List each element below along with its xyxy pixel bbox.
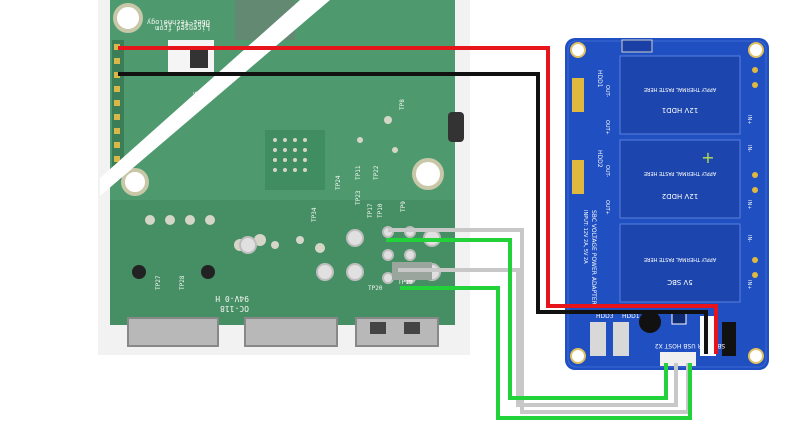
svg-text:IN-: IN-: [746, 145, 752, 152]
svg-text:TP5: TP5: [193, 91, 200, 102]
svg-text:TP19: TP19: [398, 279, 413, 286]
svg-text:TP27: TP27: [155, 275, 162, 290]
svg-text:HDD1: HDD1: [596, 70, 603, 88]
svg-text:IN-: IN-: [746, 235, 752, 242]
mount-hole: [570, 42, 586, 58]
red-wire: [118, 46, 718, 354]
svg-text:TP10: TP10: [377, 203, 384, 218]
black-wire: [118, 72, 708, 354]
center-cross-mark: +: [701, 148, 714, 167]
mount-hole: [748, 348, 764, 364]
svg-text:TP11: TP11: [355, 165, 362, 180]
mount-hole: [570, 348, 586, 364]
svg-text:SBC PWR USB HOST X2: SBC PWR USB HOST X2: [655, 342, 725, 349]
svg-text:Project: A5: Project: A5: [164, 20, 210, 28]
usb-ports: [127, 317, 439, 347]
svg-text:TP24: TP24: [335, 175, 342, 190]
green-wire: [386, 238, 668, 400]
mount-hole: [121, 168, 149, 196]
svg-text:TP28: TP28: [179, 275, 186, 290]
svg-text:12V HDD1: 12V HDD1: [662, 106, 698, 114]
svg-text:IN+: IN+: [746, 115, 752, 124]
audio-jack: [448, 112, 464, 142]
svg-text:HDD1: HDD1: [622, 313, 640, 320]
raspberry-pi-board: Project: A5 Ubec Technology Licensed fro…: [98, 0, 470, 355]
svg-text:TP17: TP17: [367, 203, 374, 218]
mount-hole: [113, 3, 143, 33]
svg-text:APPLY THERMAL PASTE HERE: APPLY THERMAL PASTE HERE: [644, 170, 716, 176]
component: [132, 265, 146, 279]
svg-text:TP8: TP8: [399, 99, 406, 110]
mount-hole: [412, 158, 444, 190]
svg-text:94V-0 H: 94V-0 H: [215, 294, 249, 303]
grey-wire: [398, 268, 678, 407]
power-adapter-board: 12V HDD1 APPLY THERMAL PASTE HERE 12V HD…: [565, 38, 769, 370]
svg-text:HDD2: HDD2: [596, 150, 603, 168]
board-spec: INPUT: 12V 2A, 5V 2A: [582, 210, 588, 264]
svg-text:APPLY THERMAL PASTE HERE: APPLY THERMAL PASTE HERE: [644, 256, 716, 262]
svg-text:Licensed from: Licensed from: [155, 24, 210, 32]
test-point-labels: TP5 TP8 TP11 TP22 TP23 TP24 TP9 TP10 TP1…: [155, 91, 413, 292]
svg-text:OUT+: OUT+: [604, 200, 610, 215]
svg-text:OUT-: OUT-: [604, 165, 610, 177]
svg-text:OC-118: OC-118: [220, 304, 249, 313]
regulator-section-5v-sbc: 5V SBC APPLY THERMAL PASTE HERE: [619, 223, 741, 303]
svg-text:5V SBC: 5V SBC: [667, 278, 693, 286]
svg-text:IN+: IN+: [746, 200, 752, 209]
svg-text:TP20: TP20: [368, 285, 383, 292]
svg-text:OUT+: OUT+: [604, 120, 610, 135]
svg-text:TP34: TP34: [311, 207, 318, 222]
component: [201, 265, 215, 279]
wires: [118, 46, 718, 420]
regulator-section-12v-hdd2: 12V HDD2 APPLY THERMAL PASTE HERE +: [619, 139, 741, 219]
svg-text:TP9: TP9: [400, 201, 407, 212]
input-terminals-right: IN+ IN- IN+ IN- IN+: [746, 67, 758, 289]
regulator-section-12v-hdd1: 12V HDD1 APPLY THERMAL PASTE HERE: [619, 55, 741, 135]
license-label: Project: A5 Ubec Technology Licensed fro…: [147, 18, 214, 74]
svg-text:OUT-: OUT-: [604, 85, 610, 97]
board-markings: 94V-0 H OC-118: [215, 294, 249, 313]
svg-text:TP22: TP22: [373, 165, 380, 180]
svg-text:TP23: TP23: [355, 190, 362, 205]
board-title: SBC VOLTAGE POWER ADAPTER: [590, 210, 597, 305]
hdd-connectors-left: HDD1 HDD2 OUT- OUT+ OUT- OUT+: [572, 70, 610, 215]
green-wire: [400, 286, 692, 420]
mount-hole: [748, 42, 764, 58]
svg-text:12V HDD2: 12V HDD2: [662, 192, 698, 200]
svg-text:APPLY THERMAL PASTE HERE: APPLY THERMAL PASTE HERE: [644, 86, 716, 92]
svg-text:Ubec Technology: Ubec Technology: [147, 18, 210, 26]
svg-text:IN+: IN+: [746, 280, 752, 289]
svg-text:HDD3: HDD3: [596, 313, 614, 320]
